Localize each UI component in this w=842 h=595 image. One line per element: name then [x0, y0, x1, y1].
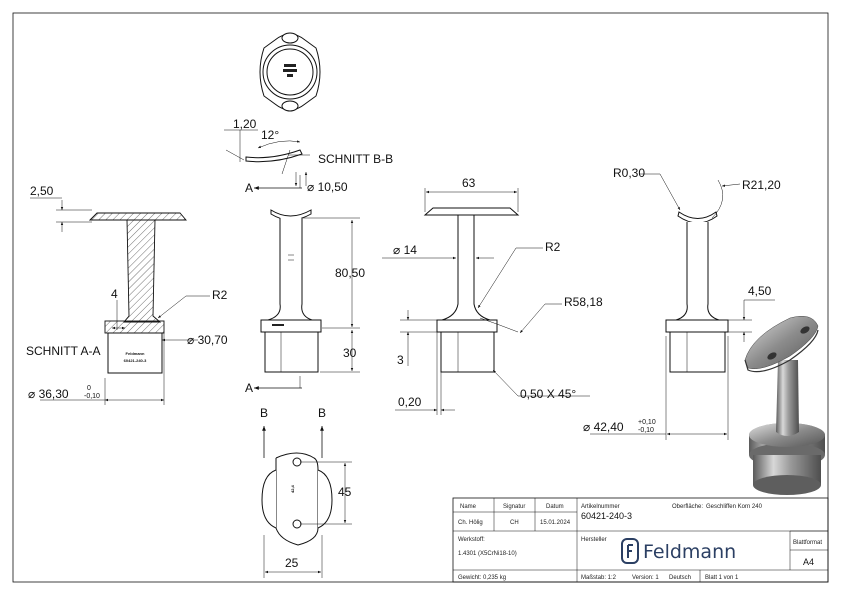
dim-42-40-tol-upper: +0,10 — [638, 419, 656, 426]
dim-42-40: ⌀ 42,40 — [583, 420, 624, 434]
dim-25: 25 — [285, 556, 299, 570]
dim-36-30-tol-upper: 0 — [87, 385, 91, 392]
logo-text: Feldmann — [643, 541, 736, 563]
tb-value-artikelnummer: 60421-240-3 — [581, 511, 632, 521]
tb-value-signatur: CH — [510, 520, 519, 526]
tb-header-hersteller: Hersteller — [581, 537, 607, 543]
dim-r2-right: R2 — [545, 240, 561, 254]
section-aa-label: SCHNITT A-A — [26, 344, 100, 358]
dim-1-20: 1,20 — [233, 117, 257, 131]
dim-4: 4 — [111, 287, 118, 301]
tb-header-name: Name — [460, 504, 477, 510]
front-view: A A ⌀ 10,50 80,50 30 — [245, 172, 365, 395]
tb-value-name: Ch. Hölig — [458, 520, 483, 526]
dim-45: 45 — [338, 485, 352, 499]
dim-10-50: ⌀ 10,50 — [307, 180, 348, 194]
feldmann-logo: Feldmann — [621, 538, 736, 564]
dim-3: 3 — [397, 353, 404, 367]
dim-r0-30: R0,30 — [613, 166, 645, 180]
tb-value-oberflaeche: Geschliffen Korn 240 — [706, 504, 763, 510]
dim-r21-20: R21,20 — [742, 178, 781, 192]
arrow-a-bottom-label: A — [245, 381, 253, 395]
dim-4-50: 4,50 — [748, 284, 772, 298]
dim-80-50: 80,50 — [335, 266, 365, 280]
section-aa-view: Feldmann 60421-240-3 2,50 4 R2 ⌀ 30,70 ⌀… — [26, 184, 228, 405]
arrow-b-left-label: B — [260, 406, 268, 420]
arrow-b-right-label: B — [318, 406, 326, 420]
tb-value-blattformat: A4 — [803, 557, 814, 567]
dim-36-30: ⌀ 36,30 — [28, 387, 69, 401]
tb-gewicht: Gewicht: 0,235 kg — [458, 575, 506, 581]
tb-header-datum: Datum — [546, 504, 564, 510]
dim-0-20: 0,20 — [398, 395, 422, 409]
tb-value-werkstoff: 1.4301 (X5CrNi18-10) — [458, 551, 517, 557]
side-view: 63 ⌀ 14 R2 R58,18 3 0,20 0,50 X 45° — [382, 176, 603, 415]
svg-text:42,4: 42,4 — [290, 484, 295, 493]
tb-header-oberflaeche: Oberfläche: — [672, 504, 703, 510]
dim-63: 63 — [462, 176, 476, 190]
engraving-text-line1: Feldmann — [126, 351, 145, 356]
dim-12deg: 12° — [261, 128, 279, 142]
dim-r2-left: R2 — [212, 288, 228, 302]
dim-r58-18: R58,18 — [564, 295, 603, 309]
dim-36-30-tol-lower: -0,10 — [84, 393, 100, 400]
dim-chamfer: 0,50 X 45° — [520, 387, 576, 401]
product-3d-render — [744, 316, 825, 495]
title-block: Name Signatur Datum Ch. Hölig CH 15.01.2… — [452, 497, 829, 583]
dim-30-70: ⌀ 30,70 — [187, 333, 228, 347]
tb-header-artikelnummer: Artikelnummer — [581, 504, 620, 510]
tb-header-signatur: Signatur — [503, 504, 525, 510]
tb-massstab: Maßstab: 1:2 — [581, 575, 617, 581]
tb-blatt: Blatt 1 von 1 — [705, 575, 739, 581]
dim-14: ⌀ 14 — [393, 243, 417, 257]
dim-42-40-tol-lower: -0,10 — [638, 427, 654, 434]
top-view — [259, 32, 321, 112]
section-bb-view: 1,20 12° SCHNITT B-B — [224, 117, 393, 175]
tb-version: Version: 1 — [632, 575, 659, 581]
engraving-text-line2: 60421-240-3 — [124, 358, 147, 363]
section-bb-label: SCHNITT B-B — [318, 152, 393, 166]
tb-sprache: Deutsch — [669, 575, 691, 581]
arrow-a-top-label: A — [245, 181, 253, 195]
bottom-view: 42,4 B B 45 25 — [260, 406, 352, 578]
dim-2-50: 2,50 — [30, 184, 54, 198]
tb-header-werkstoff: Werkstoff: — [458, 537, 485, 543]
drawing-frame — [12, 12, 829, 583]
end-view: R0,30 R21,20 4,50 ⌀ 42,40 +0,10 -0,10 — [583, 166, 781, 440]
tb-value-datum: 15.01.2024 — [540, 520, 571, 526]
dim-30: 30 — [343, 346, 357, 360]
tb-header-blattformat: Blattformat — [793, 540, 822, 546]
